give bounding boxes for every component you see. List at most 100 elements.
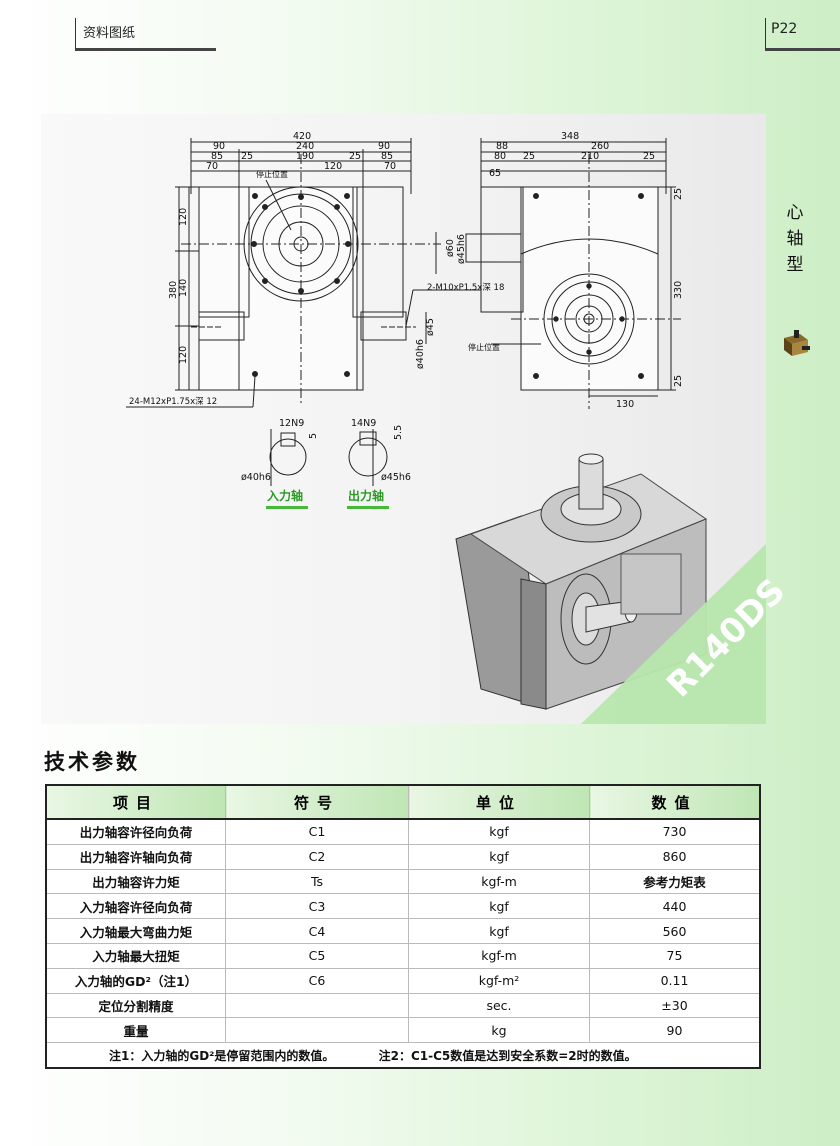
row-unit: kgf xyxy=(408,819,590,845)
dim-text: 210 xyxy=(581,151,599,162)
dim-text: 85 xyxy=(381,151,393,162)
dim-text: 90 xyxy=(213,141,225,152)
input-underline xyxy=(266,506,308,509)
row-value: 参考力矩表 xyxy=(589,869,760,895)
dim-text: 260 xyxy=(591,141,609,152)
row-unit: sec. xyxy=(408,993,590,1019)
dim-text: 65 xyxy=(489,168,501,179)
row-value: 75 xyxy=(589,943,760,969)
row-item: 入力轴容许径向负荷 xyxy=(46,893,226,920)
model-band xyxy=(581,544,766,724)
output-shaft-label: 出力轴 xyxy=(348,488,384,503)
dim-text: 25 xyxy=(523,151,535,162)
row-value: 0.11 xyxy=(589,968,760,994)
dim-text: 348 xyxy=(561,131,579,142)
row-symbol: C5 xyxy=(225,943,409,969)
table-row: 出力轴容许轴向负荷 C2 kgf 860 xyxy=(46,844,760,870)
dim-text: 190 xyxy=(296,151,314,162)
input-shaft-label: 入力轴 xyxy=(267,488,303,503)
note-2: 注2：C1-C5数值是达到安全系数=2时的数值。 xyxy=(378,1048,637,1063)
front-view xyxy=(126,138,441,408)
row-value: 560 xyxy=(589,918,760,944)
spec-header-row: 项目 符号 单位 数值 xyxy=(46,785,760,820)
row-unit: kg xyxy=(408,1017,590,1044)
dim-text: 25 xyxy=(673,375,684,387)
row-symbol: C2 xyxy=(225,844,409,870)
dim-text: 25 xyxy=(673,188,684,200)
notes-cell: 注1：入力轴的GD²是停留范围内的数值。 注2：C1-C5数值是达到安全系数=2… xyxy=(46,1043,760,1068)
col-header-item: 项目 xyxy=(46,785,226,820)
col-header-symbol: 符号 xyxy=(225,785,409,820)
dim-text: ø60 xyxy=(445,239,456,257)
notes-row: 注1：入力轴的GD²是停留范围内的数值。 注2：C1-C5数值是达到安全系数=2… xyxy=(46,1043,760,1068)
row-unit: kgf-m xyxy=(408,943,590,969)
row-value: 730 xyxy=(589,819,760,845)
dim-text: 120 xyxy=(178,208,189,226)
dim-text: ø45h6 xyxy=(381,472,411,483)
row-value: 440 xyxy=(589,893,760,920)
row-symbol: C3 xyxy=(225,893,409,920)
table-row: 入力轴的GD²（注1） C6 kgf-m² 0.11 xyxy=(46,968,760,994)
product-render xyxy=(455,453,708,710)
row-symbol: C4 xyxy=(225,918,409,944)
output-underline xyxy=(347,506,389,509)
table-row: 重量 kg 90 xyxy=(46,1017,760,1044)
stop-position-label-side: 停止位置 xyxy=(468,342,500,352)
product-thumbnail-icon xyxy=(780,328,812,364)
dim-text: 5 xyxy=(308,433,319,439)
row-item: 定位分割精度 xyxy=(46,993,226,1019)
row-unit: kgf-m² xyxy=(408,968,590,994)
key-sections xyxy=(269,429,388,486)
note-1: 注1：入力轴的GD²是停留范围内的数值。 xyxy=(109,1048,335,1063)
dim-text: 120 xyxy=(178,346,189,364)
table-row: 出力轴容许径向负荷 C1 kgf 730 xyxy=(46,819,760,845)
stop-position-label: 停止位置 xyxy=(256,169,288,179)
technical-drawing-panel: R140DS 420 240 90 90 85 25 190 25 85 70 … xyxy=(41,114,793,724)
row-symbol: Ts xyxy=(225,869,409,895)
row-unit: kgf xyxy=(408,844,590,870)
table-row: 出力轴容许力矩 Ts kgf-m 参考力矩表 xyxy=(46,869,760,895)
dim-text: 25 xyxy=(349,151,361,162)
col-header-unit: 单位 xyxy=(408,785,590,820)
dim-text: 25 xyxy=(241,151,253,162)
dim-text: 70 xyxy=(206,161,218,172)
technical-drawing-svg: R140DS 420 240 90 90 85 25 190 25 85 70 … xyxy=(126,131,793,724)
row-item: 出力轴容许径向负荷 xyxy=(46,819,226,845)
dim-text: 420 xyxy=(293,131,311,142)
table-row: 定位分割精度 sec. ±30 xyxy=(46,993,760,1019)
row-symbol: C6 xyxy=(225,968,409,994)
dim-text: 14N9 xyxy=(351,418,376,429)
dim-text: 25 xyxy=(643,151,655,162)
row-item: 重量 xyxy=(46,1017,226,1044)
row-item: 出力轴容许轴向负荷 xyxy=(46,844,226,870)
dim-text: 120 xyxy=(324,161,342,172)
category-vertical-title: 心轴型 xyxy=(786,203,804,275)
dim-text: 5.5 xyxy=(393,425,404,440)
dim-text: 12N9 xyxy=(279,418,304,429)
row-symbol xyxy=(225,993,409,1019)
row-symbol: C1 xyxy=(225,819,409,845)
dim-text: ø45 xyxy=(425,318,436,336)
table-row: 入力轴最大扭矩 C5 kgf-m 75 xyxy=(46,943,760,969)
dim-text: 85 xyxy=(211,151,223,162)
header-page-number: P22 xyxy=(765,18,840,51)
row-symbol xyxy=(225,1017,409,1044)
header-section-label: 资料图纸 xyxy=(75,18,216,51)
row-item: 入力轴最大弯曲力矩 xyxy=(46,918,226,944)
bolt-note: 24-M12xP1.75x深 12 xyxy=(129,397,217,407)
dim-text: 240 xyxy=(296,141,314,152)
dim-text: 380 xyxy=(168,281,179,299)
dim-text: 130 xyxy=(616,399,634,410)
row-unit: kgf-m xyxy=(408,869,590,895)
row-item: 入力轴的GD²（注1） xyxy=(46,968,226,994)
dim-text: ø45h6 xyxy=(456,234,467,264)
dim-text: 90 xyxy=(378,141,390,152)
dim-text: 140 xyxy=(178,279,189,297)
dim-text: ø40h6 xyxy=(415,339,426,369)
side-view xyxy=(405,138,681,409)
dim-text: 80 xyxy=(494,151,506,162)
row-unit: kgf xyxy=(408,918,590,944)
table-row: 入力轴最大弯曲力矩 C4 kgf 560 xyxy=(46,918,760,944)
row-item: 入力轴最大扭矩 xyxy=(46,943,226,969)
header-left-text: 资料图纸 xyxy=(83,26,136,41)
